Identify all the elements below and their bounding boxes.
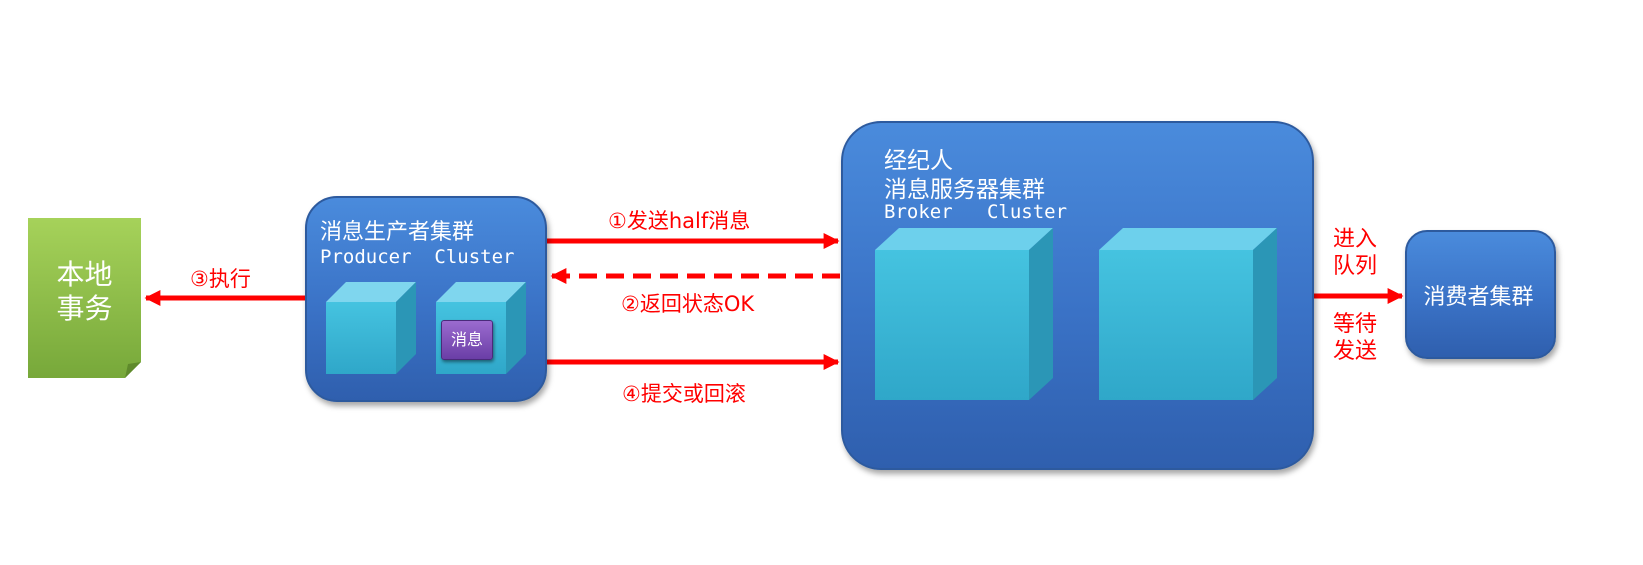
wait-send-label: 等待 发送 bbox=[1333, 312, 1378, 364]
step2-label: ②返回状态OK bbox=[621, 292, 755, 316]
enter-queue-label: 进入 队列 bbox=[1333, 227, 1378, 279]
step1-label: ①发送half消息 bbox=[608, 209, 751, 233]
broker-subtitle: Broker Cluster bbox=[884, 201, 1068, 223]
producer-cube-1 bbox=[326, 282, 416, 374]
broker-title-line1: 经纪人 bbox=[884, 148, 953, 174]
message-chip: 消息 bbox=[441, 320, 493, 360]
step4-label: ④提交或回滚 bbox=[622, 382, 746, 406]
step3-label: ③执行 bbox=[190, 267, 251, 291]
broker-cube-2 bbox=[1099, 228, 1277, 400]
producer-cluster-title: 消息生产者集群 bbox=[320, 220, 475, 245]
broker-title-line2: 消息服务器集群 bbox=[884, 177, 1045, 203]
producer-cluster-subtitle: Producer Cluster bbox=[320, 246, 515, 268]
note-fold bbox=[125, 362, 141, 378]
local-transaction-label: 本地 事务 bbox=[56, 258, 113, 325]
broker-cube-1 bbox=[875, 228, 1053, 400]
consumer-cluster-title: 消费者集群 bbox=[1423, 285, 1534, 310]
local-transaction-note bbox=[28, 218, 141, 378]
consumer-cluster bbox=[1405, 230, 1556, 359]
